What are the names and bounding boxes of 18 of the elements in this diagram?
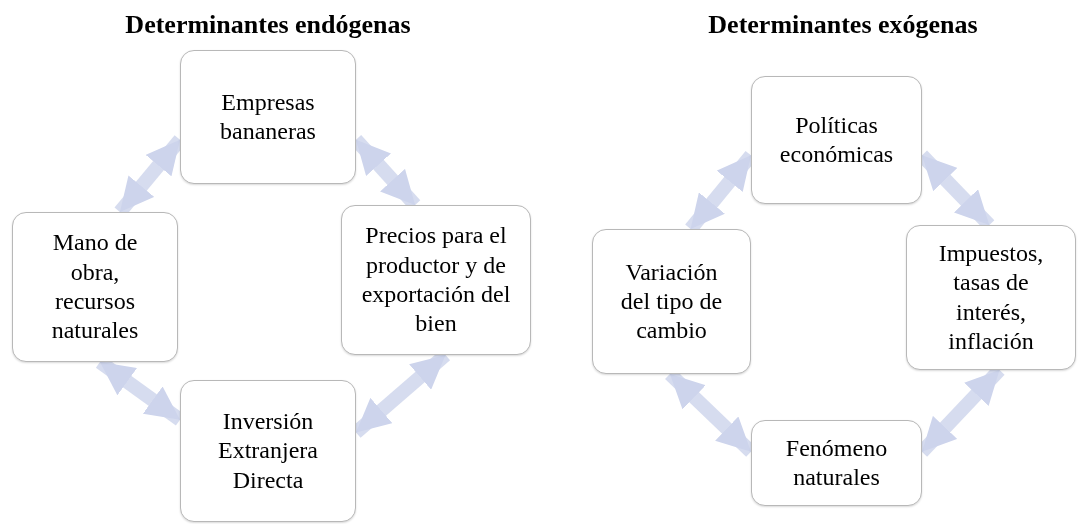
box-label: Precios para el productor y de exportación del bien bbox=[360, 221, 512, 339]
process-box bbox=[12, 212, 178, 362]
process-box bbox=[180, 380, 356, 522]
process-box bbox=[751, 420, 922, 506]
box-label: Variación del tipo de cambio bbox=[619, 257, 724, 346]
group-heading: Determinantes exógenas bbox=[708, 10, 978, 40]
process-box bbox=[180, 50, 356, 184]
process-box bbox=[341, 205, 531, 355]
process-box bbox=[751, 76, 922, 204]
process-box bbox=[906, 225, 1076, 370]
box-label: Mano de obra, recursos naturales bbox=[50, 228, 140, 346]
box-label: Fenómeno naturales bbox=[784, 433, 889, 492]
box-label: Inversión Extranjera Directa bbox=[217, 407, 319, 495]
box-label: Impuestos, tasas de interés, inflación bbox=[937, 238, 1045, 356]
group-heading: Determinantes endógenas bbox=[125, 10, 411, 40]
process-box bbox=[592, 229, 751, 374]
box-label: Empresas bananeras bbox=[219, 87, 317, 146]
box-label: Políticas económicas bbox=[778, 110, 895, 169]
